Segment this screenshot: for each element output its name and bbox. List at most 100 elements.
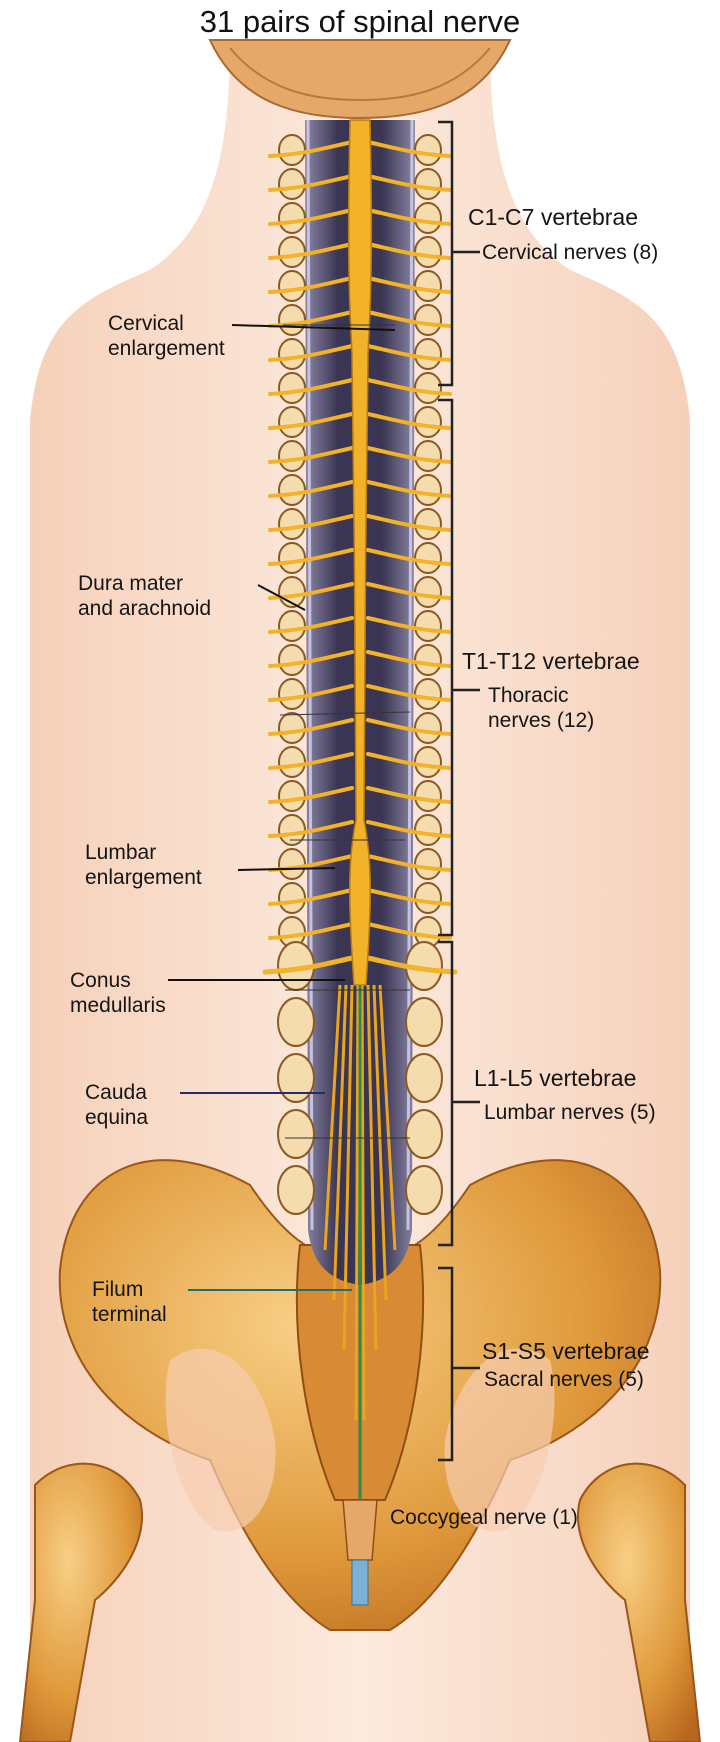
vertebra-segment [405,997,443,1047]
spinal-nerve-branch [366,718,452,736]
vertebra-segment [414,202,442,234]
vertebra-segment [278,610,306,642]
label-lumbar-enlargement-line2: enlargement [85,866,202,889]
vertebra-segment [414,848,442,880]
spinal-nerve-branch [366,514,452,532]
vertebra-segment [278,848,306,880]
vertebra-segment [414,304,442,336]
vertebra-segment [278,780,306,812]
vertebra-segment [405,1165,443,1215]
vertebra-segment [278,406,306,438]
spinal-nerve-branch [268,650,354,668]
label-lumbar-vertebrae: L1-L5 vertebrae [474,1065,637,1091]
vertebra-segment [414,814,442,846]
vertebra-segment [414,576,442,608]
spinal-nerve-branch [366,276,452,294]
spinal-nerve-branch [268,922,354,940]
spinal-nerve-branch [268,378,354,396]
spinal-nerve-branch [268,786,354,804]
spinal-nerve-branch [366,650,452,668]
spinal-nerve-branch [268,140,354,158]
spinal-nerve-branch [366,140,452,158]
vertebra-segment [278,508,306,540]
vertebra-segment [277,1053,315,1103]
label-cervical-enlargement-line1: Cervical [108,312,184,335]
vertebra-segment [278,882,306,914]
region-brackets [438,120,480,1462]
spinal-nerve-branch [366,344,452,362]
vertebra-segment [278,168,306,200]
label-lumbar-nerves: Lumbar nerves (5) [484,1101,656,1124]
spinal-nerve-branch [268,514,354,532]
spinal-nerve-branch [268,344,354,362]
label-filum-terminal-line1: Filum [92,1278,144,1301]
vertebra-segment [278,270,306,302]
spinal-nerve-branch [268,684,354,702]
vertebra-segment [414,372,442,404]
spinal-nerve-branch [366,242,452,260]
vertebra-segment [414,406,442,438]
vertebra-segment [278,814,306,846]
label-dura-mater-line1: Dura mater [78,572,184,595]
label-cauda-equina-line2: equina [85,1106,149,1129]
spinal-nerve-branch [366,684,452,702]
vertebra-segment [414,712,442,744]
label-thoracic-nerves-line2: nerves (12) [488,709,595,732]
spinal-nerve-branch [366,582,452,600]
label-lumbar-enlargement-line1: Lumbar [85,841,157,864]
spinal-nerve-branch [366,378,452,396]
label-coccygeal-nerve: Coccygeal nerve (1) [390,1506,578,1529]
vertebra-segment [414,508,442,540]
vertebra-segment [414,610,442,642]
spinal-nerve-branch [268,820,354,838]
spinal-nerve-branch [268,616,354,634]
vertebra-segment [278,372,306,404]
spinal-nerve-branch [366,888,452,906]
vertebra-segment [278,236,306,268]
vertebra-segment [277,1165,315,1215]
spinal-nerve-branch [262,955,355,975]
spinal-nerve-branch [366,310,452,328]
spinal-nerve-branch [366,752,452,770]
spinal-cord [323,119,397,1500]
label-thoracic-vertebrae: T1-T12 vertebrae [462,648,640,674]
spinal-nerve-branch [366,412,452,430]
vertebra-segment [405,1109,443,1159]
vertebra-segment [414,134,442,166]
spinal-nerve-branch [366,174,452,192]
vertebra-segment [278,338,306,370]
vertebra-segment [414,644,442,676]
spinal-nerve-branch [366,548,452,566]
vertebra-segment [277,1109,315,1159]
spinal-nerve-branch [268,888,354,906]
vertebra-segment [405,1053,443,1103]
label-cervical-vertebrae: C1-C7 vertebrae [468,204,639,230]
spinal-nerve-branch [268,752,354,770]
vertebra-segment [278,746,306,778]
vertebra-segment [278,202,306,234]
skull-base [208,39,512,120]
spinal-nerve-branch [268,412,354,430]
label-conus-medullaris-line1: Conus [70,969,131,992]
label-thoracic-nerves-line1: Thoracic [488,684,569,707]
vertebra-segment [278,440,306,472]
label-conus-medullaris-line2: medullaris [70,994,166,1017]
vertebra-segment [414,882,442,914]
vertebra-segment [278,644,306,676]
vertebra-segment [414,474,442,506]
vertebra-segment [414,678,442,710]
vertebra-segment [414,746,442,778]
spinal-nerve-branch [268,548,354,566]
vertebra-segment [414,542,442,574]
spinal-nerve-branch [365,955,458,975]
vertebra-segment [414,338,442,370]
label-sacral-vertebrae: S1-S5 vertebrae [482,1338,650,1364]
spinal-nerve-branches [262,140,458,975]
vertebra-segment [278,474,306,506]
vertebra-segment [414,168,442,200]
label-cervical-nerves: Cervical nerves (8) [482,241,659,264]
vertebra-segment [278,304,306,336]
spinal-nerve-branch [268,242,354,260]
vertebrae-column [277,134,443,1215]
